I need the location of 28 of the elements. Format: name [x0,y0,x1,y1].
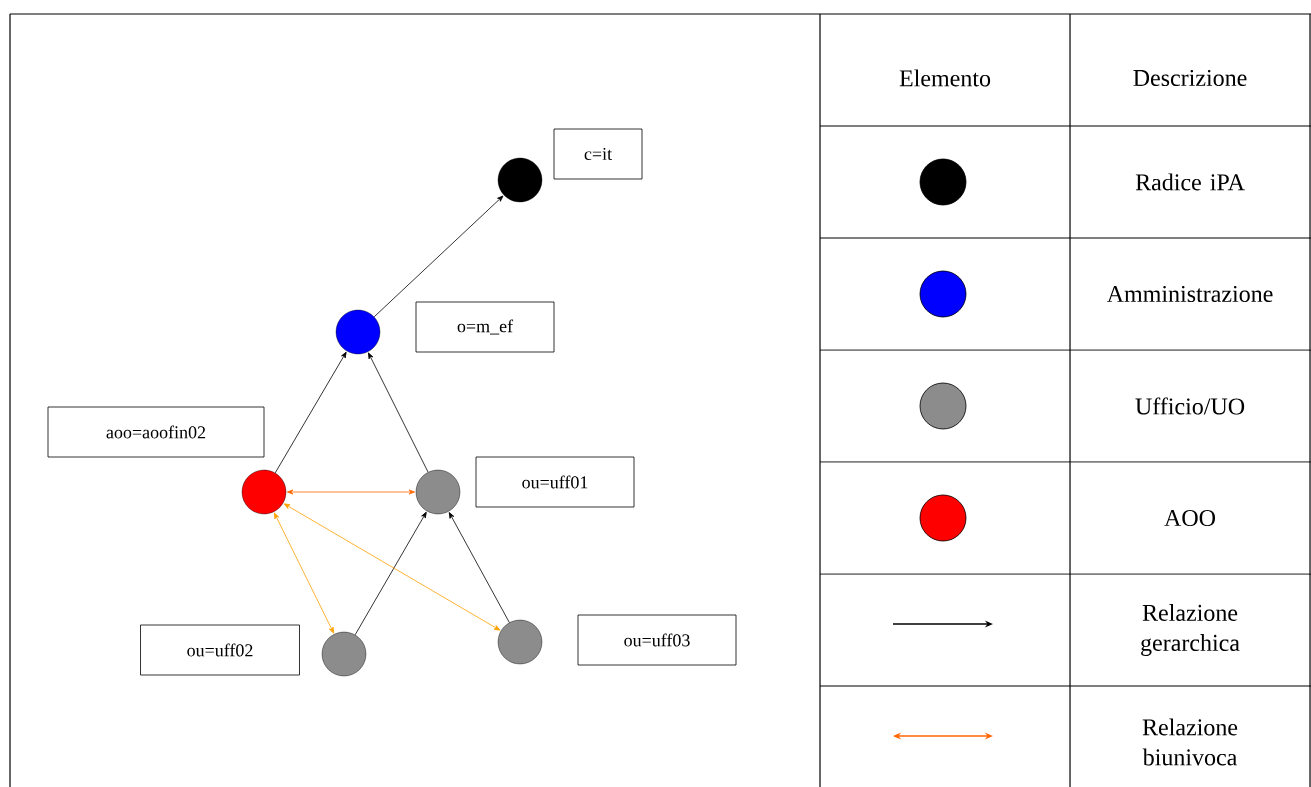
arrow [274,351,347,474]
label-box: ou=uff03 [577,614,737,666]
circle-node [321,631,367,677]
circle-node [335,309,381,355]
legend-text: AOO [1164,509,1215,527]
arrow [368,352,429,473]
label-box: c=it [553,128,643,180]
arrow [373,195,504,318]
legend-text: Relazione biunivoca [1142,718,1238,766]
legend-text: Radice iPA [1135,173,1245,191]
circle-node [241,469,287,515]
arrow [273,512,335,634]
column-header: Descrizione [1133,69,1247,87]
arrow [286,489,416,495]
legend-text: Ufficio/UO [1135,397,1245,415]
label-box: ou=uff02 [140,624,300,676]
circle-node [415,469,461,515]
circle-node [497,157,543,203]
label-box: aoo=aoofin02 [47,406,265,458]
arrow [283,503,501,631]
arrow [354,511,427,636]
label-box: ou=uff01 [475,456,635,508]
circle-node [497,619,543,665]
arrow [448,512,510,623]
column-header: Elemento [899,69,991,87]
label-box: o=m_ef [415,301,555,353]
legend-text: Amministrazione [1106,285,1273,303]
legend-text: Relazione gerarchica [1141,604,1240,656]
